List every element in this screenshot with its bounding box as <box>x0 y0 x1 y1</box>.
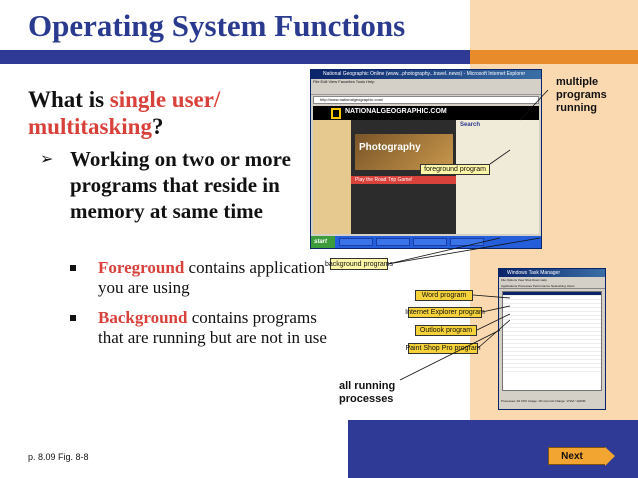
start-button: start <box>311 236 335 248</box>
list-item <box>503 360 601 364</box>
list-item <box>503 340 601 344</box>
site-left-column <box>313 120 351 234</box>
heading: What is single user/ multitasking? <box>28 87 221 139</box>
list-item <box>503 344 601 348</box>
title-underline-accent <box>470 50 638 64</box>
heading-highlight: single user/ multitasking <box>28 87 221 139</box>
browser-toolbar <box>311 85 541 95</box>
list-item <box>503 300 601 304</box>
list-item <box>503 320 601 324</box>
list-item <box>503 328 601 332</box>
taskbar-item <box>376 238 410 246</box>
process-list <box>502 291 602 391</box>
list-item <box>503 296 601 300</box>
site-right-column: Search <box>456 120 539 234</box>
list-item <box>503 368 601 372</box>
browser-menu: File Edit View Favorites Tools Help <box>313 79 375 84</box>
site-main-column: Photography Play the Road Trip Game! <box>351 120 456 234</box>
site-name: NATIONALGEOGRAPHIC.COM <box>345 108 447 115</box>
all-processes-label: all running processes <box>339 380 396 405</box>
taskbar-item <box>450 238 484 246</box>
taskbar-item <box>339 238 373 246</box>
task-manager-tabs: Applications Processes Performance Netwo… <box>499 283 605 289</box>
bullet-main-text: Working on two or more programs that res… <box>70 147 291 223</box>
browser-titlebar: National Geographic Online (www...photog… <box>311 70 541 79</box>
ie-callout: Internet Explorer program <box>405 307 485 318</box>
browser-screenshot: National Geographic Online (www...photog… <box>310 69 542 249</box>
site-search-heading: Search <box>460 122 481 128</box>
list-item <box>503 304 601 308</box>
foreground-term: Foreground <box>98 258 185 277</box>
square-bullet-icon <box>70 315 76 321</box>
square-bullet-icon <box>70 265 76 271</box>
outlook-callout: Outlook program <box>415 325 477 336</box>
list-item <box>503 332 601 336</box>
task-manager-status: Processes: 29 CPU Usage: 1% Commit Charg… <box>501 399 586 403</box>
slide-title: Operating System Functions <box>28 8 406 43</box>
list-item <box>503 364 601 368</box>
taskbar-item <box>413 238 447 246</box>
list-item <box>503 316 601 320</box>
background-callout: background programs <box>325 258 393 270</box>
arrow-bullet-icon: ➢ <box>40 149 54 168</box>
task-manager-titlebar: Windows Task Manager <box>499 269 605 277</box>
site-header: NATIONALGEOGRAPHIC.COM <box>313 106 539 120</box>
task-manager-menu: File Options View Shut Down Help <box>501 278 547 282</box>
feature-strip: Play the Road Trip Game! <box>351 176 456 184</box>
ng-logo-icon <box>331 108 341 119</box>
list-item <box>503 336 601 340</box>
foreground-callout: foreground program <box>420 164 490 175</box>
figure-reference: p. 8.09 Fig. 8-8 <box>28 452 89 462</box>
paintshop-callout: Paint Shop Pro program <box>405 343 481 354</box>
list-item <box>503 348 601 352</box>
list-item <box>503 292 601 296</box>
background-term: Background <box>98 308 188 327</box>
task-manager-screenshot: Windows Task Manager File Options View S… <box>498 268 606 410</box>
list-item <box>503 324 601 328</box>
multiple-programs-label: multiple programs running <box>556 76 607 114</box>
list-item <box>503 356 601 360</box>
list-item <box>503 352 601 356</box>
next-button[interactable]: Next <box>548 447 615 466</box>
browser-address-bar: http://www.nationalgeographic.com/ <box>313 96 539 104</box>
list-item <box>503 312 601 316</box>
list-item <box>503 308 601 312</box>
word-callout: Word program <box>415 290 473 301</box>
taskbar: start <box>311 236 541 248</box>
